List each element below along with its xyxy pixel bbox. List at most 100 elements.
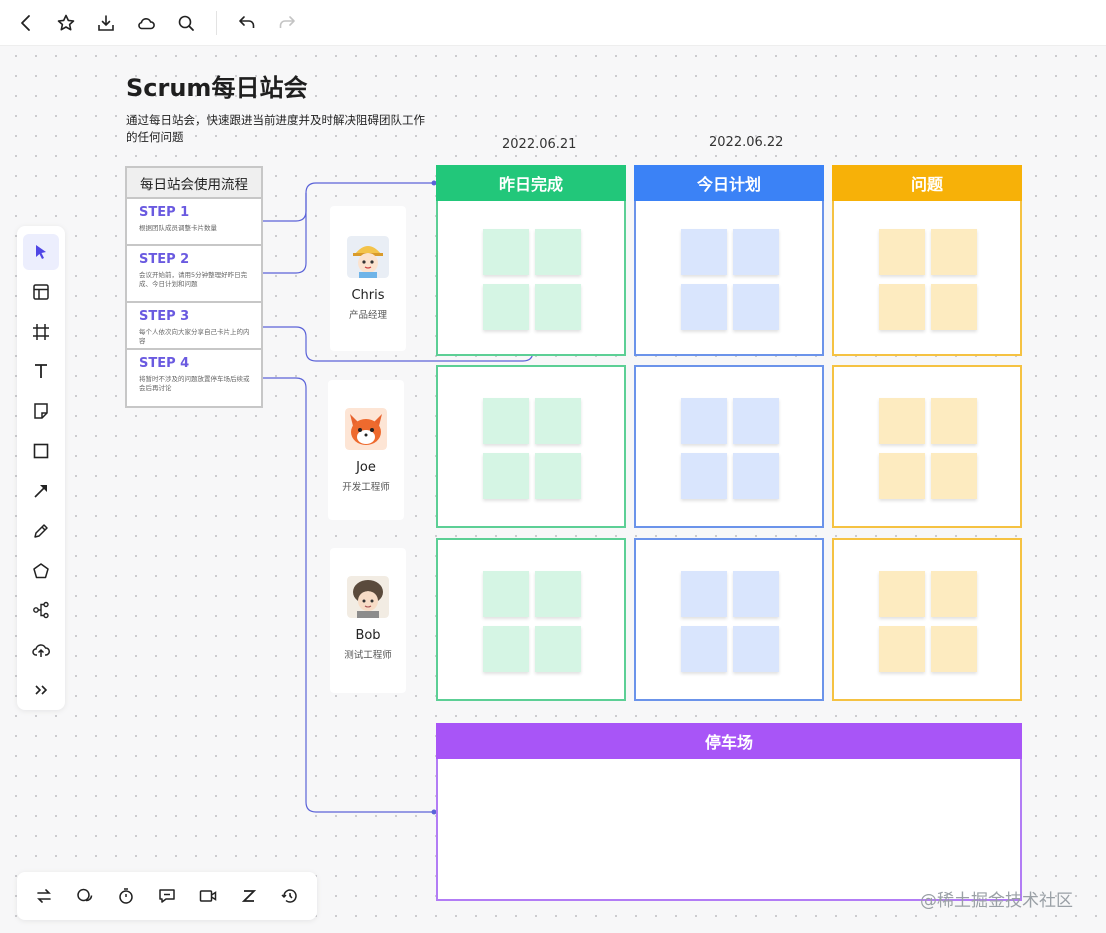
history-icon[interactable] [273, 879, 307, 913]
person-name: Joe [356, 460, 376, 475]
arrow-icon[interactable] [23, 473, 59, 509]
more-icon[interactable] [23, 672, 59, 708]
video-icon[interactable] [191, 879, 225, 913]
sticky-note[interactable] [733, 398, 779, 444]
sticky-note[interactable] [879, 398, 925, 444]
sticky-note[interactable] [879, 453, 925, 499]
sticky-note[interactable] [681, 626, 727, 672]
sticky-note[interactable] [681, 229, 727, 275]
sticky-note[interactable] [483, 571, 529, 617]
sticky-note-icon[interactable] [23, 393, 59, 429]
sticky-note[interactable] [733, 284, 779, 330]
board-cell[interactable] [634, 201, 824, 356]
sticky-note[interactable] [879, 284, 925, 330]
cloud-icon[interactable] [126, 3, 166, 43]
search-icon[interactable] [166, 3, 206, 43]
switch-icon[interactable] [27, 879, 61, 913]
sticky-note[interactable] [681, 453, 727, 499]
board-cell[interactable] [436, 365, 626, 528]
upload-icon[interactable] [23, 632, 59, 668]
top-toolbar [0, 0, 1106, 46]
sticky-note[interactable] [931, 284, 977, 330]
column-header-done[interactable]: 昨日完成 [436, 165, 626, 201]
sticky-note[interactable] [535, 229, 581, 275]
board-cell[interactable] [832, 201, 1022, 356]
step-title: STEP 3 [139, 309, 190, 324]
sticky-note[interactable] [931, 398, 977, 444]
sticky-note[interactable] [931, 453, 977, 499]
sticky-note[interactable] [733, 626, 779, 672]
step-title: STEP 2 [139, 252, 190, 267]
sticky-note[interactable] [535, 571, 581, 617]
sticky-note[interactable] [733, 571, 779, 617]
board-cell[interactable] [634, 365, 824, 528]
chat-icon[interactable] [150, 879, 184, 913]
sticky-note[interactable] [535, 398, 581, 444]
person-card[interactable]: Bob 测试工程师 [330, 548, 406, 693]
star-icon[interactable] [46, 3, 86, 43]
board-cell[interactable] [436, 538, 626, 701]
step-desc: 会议开始前，请用5分钟整理好昨日完成、今日计划和问题 [139, 271, 248, 288]
column-header-issues[interactable]: 问题 [832, 165, 1022, 201]
text-icon[interactable] [23, 353, 59, 389]
timer-icon[interactable] [109, 879, 143, 913]
board-cell[interactable] [634, 538, 824, 701]
redo-icon[interactable] [267, 3, 307, 43]
sticky-note[interactable] [483, 398, 529, 444]
sticky-note[interactable] [879, 229, 925, 275]
person-role: 产品经理 [348, 310, 387, 321]
board-cell[interactable] [832, 365, 1022, 528]
board-cell[interactable] [832, 538, 1022, 701]
parking-lot-area[interactable] [436, 759, 1022, 901]
sticky-note[interactable] [483, 453, 529, 499]
sticky-note[interactable] [483, 626, 529, 672]
step-item[interactable]: STEP 3 每个人依次向大家分享自己卡片上的内容 [127, 303, 261, 350]
undo-icon[interactable] [227, 3, 267, 43]
frame-icon[interactable] [23, 314, 59, 350]
board-cell[interactable] [436, 201, 626, 356]
mindmap-icon[interactable] [23, 592, 59, 628]
sticky-note[interactable] [931, 571, 977, 617]
pointer-icon[interactable] [23, 234, 59, 270]
person-card[interactable]: Chris 产品经理 [330, 206, 406, 351]
column-header-plan[interactable]: 今日计划 [634, 165, 824, 201]
date-label: 2022.06.21 [502, 137, 577, 152]
comment-icon[interactable] [68, 879, 102, 913]
step-item[interactable]: STEP 1 根据团队成员调整卡片数量 [127, 199, 261, 246]
sticky-note[interactable] [681, 284, 727, 330]
sticky-note[interactable] [733, 229, 779, 275]
step-item[interactable]: STEP 2 会议开始前，请用5分钟整理好昨日完成、今日计划和问题 [127, 246, 261, 303]
back-icon[interactable] [6, 3, 46, 43]
shape-icon[interactable] [23, 553, 59, 589]
sticky-note[interactable] [535, 284, 581, 330]
sticky-note[interactable] [681, 398, 727, 444]
sticky-note[interactable] [879, 571, 925, 617]
sticky-note[interactable] [483, 284, 529, 330]
person-card[interactable]: Joe 开发工程师 [328, 380, 404, 520]
sticky-note[interactable] [879, 626, 925, 672]
download-icon[interactable] [86, 3, 126, 43]
sticky-note[interactable] [483, 229, 529, 275]
toolbar-divider [216, 10, 217, 35]
steps-panel[interactable]: 每日站会使用流程 STEP 1 根据团队成员调整卡片数量 STEP 2 会议开始… [125, 166, 263, 408]
template-icon[interactable] [23, 274, 59, 310]
rectangle-icon[interactable] [23, 433, 59, 469]
sticky-note[interactable] [931, 229, 977, 275]
avatar [347, 576, 389, 618]
left-toolbar [17, 226, 65, 710]
person-name: Chris [351, 288, 385, 303]
parking-lot-header[interactable]: 停车场 [436, 723, 1022, 759]
zzz-icon[interactable] [232, 879, 266, 913]
date-label: 2022.06.22 [709, 135, 784, 150]
bottom-toolbar [17, 872, 317, 920]
sticky-note[interactable] [535, 453, 581, 499]
sticky-note[interactable] [535, 626, 581, 672]
board-title: Scrum每日站会 [126, 74, 308, 102]
sticky-note[interactable] [931, 626, 977, 672]
step-desc: 根据团队成员调整卡片数量 [139, 224, 217, 232]
sticky-note[interactable] [681, 571, 727, 617]
step-item[interactable]: STEP 4 将暂时不涉及的问题放置停车场后续或会后再讨论 [127, 350, 261, 406]
sticky-note[interactable] [733, 453, 779, 499]
pen-icon[interactable] [23, 513, 59, 549]
person-name: Bob [355, 628, 381, 643]
